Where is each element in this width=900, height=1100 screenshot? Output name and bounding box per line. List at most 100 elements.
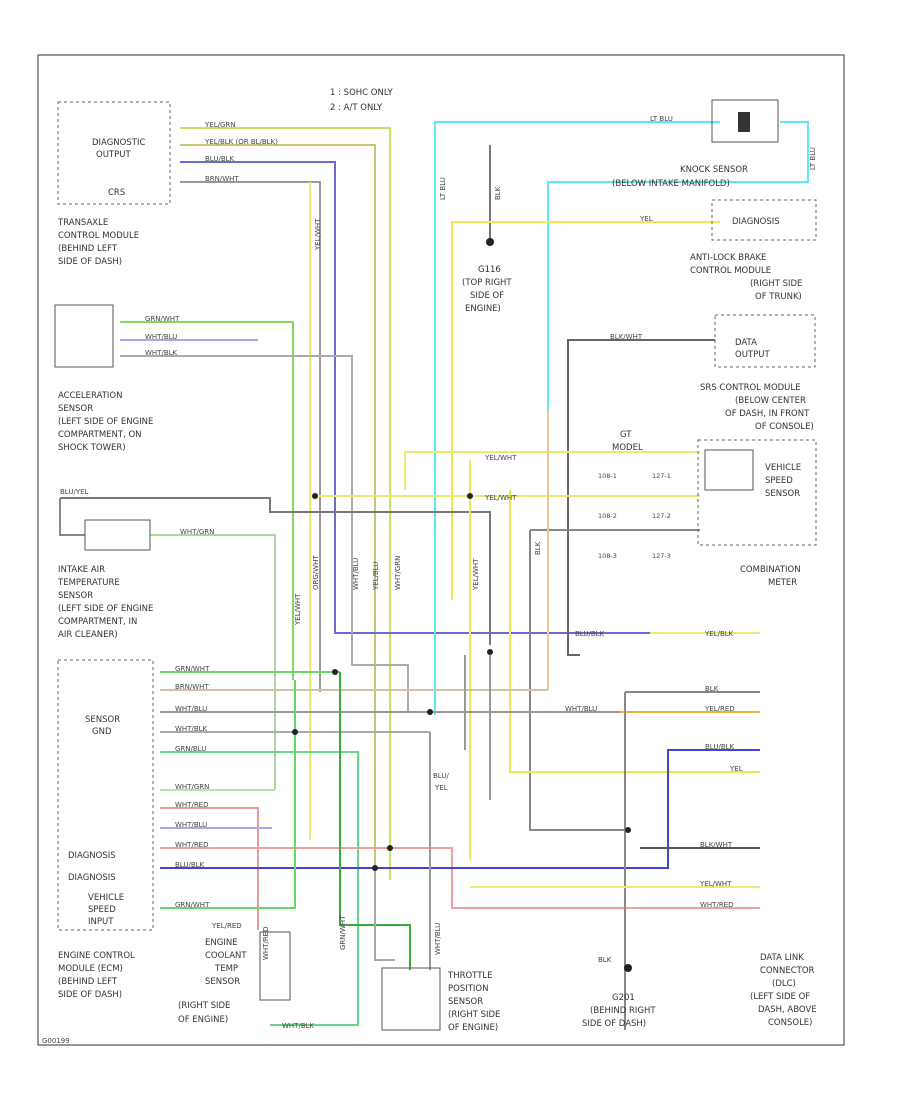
wire-label: LT BLU [439, 177, 447, 200]
ecm-diag1: DIAGNOSIS [68, 851, 116, 861]
abs-diagnosis: DIAGNOSIS [732, 217, 780, 227]
abs-label: (RIGHT SIDE [750, 279, 802, 289]
srs-data-output: DATA [735, 338, 757, 348]
iat-sensor-label: SENSOR [58, 591, 93, 601]
wires [59, 121, 809, 1030]
accel-sensor-label: COMPARTMENT, ON [58, 430, 142, 440]
meter-pin: 127-2 [652, 512, 671, 520]
srs-label: (BELOW CENTER [735, 396, 806, 406]
wire-label: BRN/WHT [205, 175, 239, 183]
note-1: 1 : SOHC ONLY [330, 88, 393, 98]
wire-label: YEL [434, 784, 448, 792]
ecm-vss-input: INPUT [88, 917, 114, 927]
combination-meter-label: METER [768, 578, 797, 588]
wire-label: YEL [639, 215, 653, 223]
wire-lt-blu-b [547, 121, 809, 410]
diagnostic-output-label: DIAGNOSTIC [92, 138, 145, 148]
accel-sensor-label: ACCELERATION [58, 391, 122, 401]
tcm-box [57, 101, 171, 205]
wire-label: YEL/WHT [314, 218, 322, 251]
wire-ecm-9 [160, 847, 760, 909]
wire-yel-grn-top [180, 127, 391, 880]
wire-label: WHT/GRN [175, 783, 209, 791]
wire-label: YEL/BLU [372, 562, 380, 591]
wire-ecm-11 [160, 680, 296, 909]
wire-label: WHT/RED [175, 841, 209, 849]
wire-yel-wht-m1 [404, 451, 700, 490]
srs-module-box [714, 314, 816, 368]
wire-label: BLK/WHT [610, 333, 643, 341]
wire-ecm-10 [160, 749, 760, 869]
wire-label: WHT/BLK [175, 725, 208, 733]
g201-ground [624, 964, 632, 972]
wire-label: WHT/BLK [145, 349, 178, 357]
wire-wht-grn-iat [150, 534, 276, 790]
junction [387, 845, 393, 851]
knock-sensor-label: (BELOW INTAKE MANIFOLD) [612, 179, 730, 189]
ecm-label: ENGINE CONTROL [58, 951, 135, 961]
iat-sensor-label: AIR CLEANER) [58, 630, 118, 640]
wire-label: GRN/WHT [175, 901, 210, 909]
g116-label: G116 [478, 265, 501, 275]
meter-pin: 108-1 [598, 472, 617, 480]
vss-label: SPEED [765, 476, 793, 486]
ect-sensor-box [259, 931, 291, 1001]
dlc-label: (DLC) [772, 979, 796, 989]
dlc-label: DATA LINK [760, 953, 804, 963]
tcm-label: (BEHIND LEFT [58, 244, 118, 254]
ect-sensor-label: OF ENGINE) [178, 1015, 228, 1025]
wire-blk-meter [529, 529, 700, 831]
wire-label: YEL/WHT [294, 593, 302, 626]
junction [625, 827, 631, 833]
wire-label: YEL/RED [704, 705, 735, 713]
wire-labels: YEL/GRN YEL/BLK (OR BL/BLK) BLU/BLK BRN/… [60, 115, 817, 1030]
knock-sensor-label: KNOCK SENSOR [680, 165, 748, 175]
tps-label: THROTTLE [447, 971, 493, 981]
dlc-label: (LEFT SIDE OF [750, 992, 810, 1002]
iat-sensor-label: COMPARTMENT, IN [58, 617, 137, 627]
tps-label: SENSOR [448, 997, 483, 1007]
ecm-box [57, 659, 154, 931]
crs-label: CRS [108, 188, 125, 198]
iat-sensor-box [84, 519, 151, 551]
vss-label: VEHICLE [765, 463, 801, 473]
wire-label: WHT/RED [262, 927, 270, 961]
wire-label: WHT/BLU [352, 558, 360, 590]
wire-label: BLU/BLK [575, 630, 605, 638]
ect-sensor-label: TEMP [214, 964, 238, 974]
accel-sensor-box [54, 304, 114, 368]
knock-sensor-element [738, 112, 750, 132]
iat-sensor-label: TEMPERATURE [57, 578, 120, 588]
ecm-vss-input: VEHICLE [88, 893, 124, 903]
wire-yel-v-right [509, 490, 760, 773]
ecm-label: SIDE OF DASH) [58, 990, 122, 1000]
tcm-label: CONTROL MODULE [58, 231, 139, 241]
junction [372, 865, 378, 871]
vss-box [697, 439, 817, 546]
srs-label: OF DASH, IN FRONT [725, 409, 810, 419]
ecm-vss-input: SPEED [88, 905, 116, 915]
wire-label: WHT/BLU [565, 705, 597, 713]
g201-label: G201 [612, 993, 635, 1003]
wire-blk-wht-srs [567, 339, 715, 656]
wire-label: BLK [494, 186, 502, 200]
wire-label: BLK [534, 541, 542, 555]
wire-label: WHT/BLU [175, 705, 207, 713]
diagnostic-output-label: OUTPUT [96, 150, 131, 160]
wire-tps-wht [374, 870, 395, 961]
ect-sensor-label: COOLANT [205, 951, 247, 961]
wire-label: WHT/GRN [394, 556, 402, 590]
wire-label: BLK [598, 956, 612, 964]
wire-label: BLK/WHT [700, 841, 733, 849]
abs-label: OF TRUNK) [755, 292, 802, 302]
dlc-label: CONNECTOR [760, 966, 815, 976]
tcm-label: SIDE OF DASH) [58, 257, 122, 267]
ecm-label: MODULE (ECM) [58, 964, 123, 974]
wire-label: BLU/BLK [205, 155, 235, 163]
page-code: G00199 [42, 1037, 70, 1045]
wire-label: YEL/GRN [204, 121, 235, 129]
wire-label: WHT/BLU [434, 923, 442, 955]
combination-meter-label: COMBINATION [740, 565, 801, 575]
gt-model: GT [620, 430, 632, 440]
accel-sensor-label: (LEFT SIDE OF ENGINE [58, 417, 153, 427]
